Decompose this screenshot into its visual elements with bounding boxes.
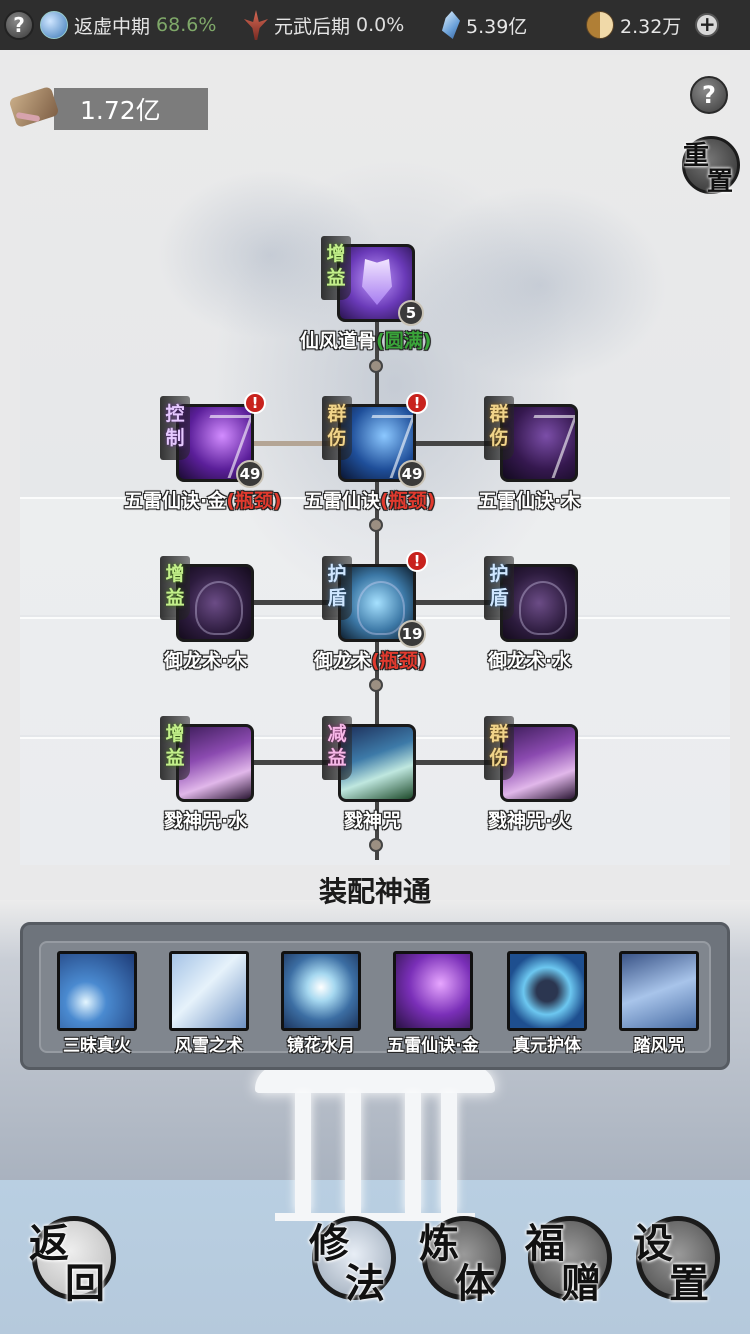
tag-badge: 增益 xyxy=(160,716,190,780)
tag-badge: 减益 xyxy=(322,716,352,780)
tag-badge: 控制 xyxy=(160,396,190,460)
connector-dot xyxy=(369,359,383,373)
body-refine-button[interactable]: 炼 体 xyxy=(419,1216,506,1307)
alert-icon: ! xyxy=(244,392,266,414)
tag-badge: 增益 xyxy=(160,556,190,620)
back-button[interactable]: 返 回 xyxy=(29,1216,116,1307)
martial-indicator[interactable]: 元武后期 0.0% xyxy=(244,0,404,50)
tag-badge: 群伤 xyxy=(322,396,352,460)
jade-value: 2.32万 xyxy=(620,15,682,38)
nav-char: 法 xyxy=(345,1261,385,1307)
skill-name: 戮神咒·火 xyxy=(488,810,572,832)
tag-badge: 护盾 xyxy=(484,556,514,620)
level-badge: 19 xyxy=(398,620,426,648)
equip-slot[interactable]: 五雷仙诀·金 xyxy=(387,951,479,1056)
frost-skill-icon[interactable] xyxy=(169,951,249,1031)
nav-char: 回 xyxy=(65,1261,105,1307)
equip-slot[interactable]: 镜花水月 xyxy=(279,951,363,1056)
tag-badge: 护盾 xyxy=(322,556,352,620)
branch-line xyxy=(414,441,504,446)
equip-slot[interactable]: 三昧真火 xyxy=(55,951,139,1056)
scroll-icon xyxy=(10,86,60,132)
tag-badge: 增益 xyxy=(321,236,351,300)
equip-panel: 三昧真火 风雪之术 镜花水月 五雷仙诀·金 真元护体 踏风咒 xyxy=(20,922,730,1070)
boot-skill-icon[interactable] xyxy=(619,951,699,1031)
equip-slots: 三昧真火 风雪之术 镜花水月 五雷仙诀·金 真元护体 踏风咒 xyxy=(39,941,711,1056)
level-badge: 5 xyxy=(398,300,424,326)
branch-line xyxy=(250,600,340,605)
level-badge: 49 xyxy=(236,460,264,488)
taiji-icon xyxy=(40,11,68,39)
spirit-stone-value: 5.39亿 xyxy=(466,15,528,38)
level-badge: 49 xyxy=(398,460,426,488)
skill-name: 御龙术·木 xyxy=(164,650,248,672)
nav-char: 赠 xyxy=(561,1261,601,1307)
equip-slot-label: 踏风咒 xyxy=(633,1036,685,1056)
equip-slot-label: 五雷仙诀·金 xyxy=(387,1036,479,1056)
martial-percent: 0.0% xyxy=(356,14,405,36)
branch-line xyxy=(414,760,504,765)
skill-name: 御龙术(瓶颈) xyxy=(314,650,427,672)
martial-label: 元武后期 xyxy=(274,15,351,38)
status-bar: ? 返虚中期 68.6% 元武后期 0.0% 5.39亿 2.32万 + xyxy=(0,0,750,50)
skill-name: 戮神咒·水 xyxy=(164,810,248,832)
cultivate-button[interactable]: 修 法 xyxy=(309,1216,396,1307)
equip-slot[interactable]: 踏风咒 xyxy=(617,951,701,1056)
equip-slot-label: 风雪之术 xyxy=(175,1036,243,1056)
connector-dot xyxy=(369,678,383,692)
equip-slot-label: 三昧真火 xyxy=(63,1036,131,1056)
question-icon[interactable]: ? xyxy=(4,10,34,40)
currency-display: 1.72亿 xyxy=(10,86,208,132)
equip-slot-label: 镜花水月 xyxy=(287,1036,355,1056)
branch-line xyxy=(414,600,504,605)
fire-skill-icon[interactable] xyxy=(57,951,137,1031)
alert-icon: ! xyxy=(406,550,428,572)
equip-section-title: 装配神通 xyxy=(318,875,431,908)
nav-char: 返 xyxy=(29,1221,69,1267)
skill-name: 五雷仙诀·金(瓶颈) xyxy=(124,490,282,512)
tag-badge: 群伤 xyxy=(484,716,514,780)
connector-dot xyxy=(369,518,383,532)
branch-line xyxy=(250,441,340,446)
lotus-skill-icon[interactable] xyxy=(281,951,361,1031)
nav-char: 设 xyxy=(633,1221,673,1267)
skill-name: 五雷仙诀·木 xyxy=(478,490,581,512)
skill-name: 戮神咒 xyxy=(344,810,402,832)
plus-icon[interactable]: + xyxy=(695,13,720,37)
realm-percent: 68.6% xyxy=(156,14,217,36)
spike-icon xyxy=(244,10,268,40)
currency-value: 1.72亿 xyxy=(54,88,208,130)
equip-slot-label: 真元护体 xyxy=(513,1036,581,1056)
skill-name: 御龙术·水 xyxy=(488,650,572,672)
reset-button[interactable]: 重 置 xyxy=(682,136,740,197)
realm-indicator[interactable]: 返虚中期 68.6% xyxy=(40,0,216,50)
skill-name: 五雷仙诀(瓶颈) xyxy=(304,490,436,512)
nav-char: 炼 xyxy=(419,1221,459,1267)
equip-slot[interactable]: 真元护体 xyxy=(505,951,589,1056)
branch-line xyxy=(250,760,340,765)
connector-dot xyxy=(369,838,383,852)
crystal-icon xyxy=(442,11,460,39)
nav-char: 置 xyxy=(669,1261,709,1307)
spirit-stone-indicator[interactable]: 5.39亿 xyxy=(442,0,527,50)
realm-label: 返虚中期 xyxy=(74,15,151,38)
jade-indicator[interactable]: 2.32万 + xyxy=(586,0,720,50)
nav-char: 体 xyxy=(455,1261,495,1307)
help-top-button[interactable]: ? xyxy=(4,0,34,50)
reset-char: 置 xyxy=(707,167,734,197)
yinyang-icon xyxy=(586,11,614,39)
skill-name: 仙风道骨(圆满) xyxy=(300,330,432,352)
tag-badge: 群伤 xyxy=(484,396,514,460)
settings-button[interactable]: 设 置 xyxy=(633,1216,720,1307)
thunder-skill-icon[interactable] xyxy=(393,951,473,1031)
help-button[interactable]: ? xyxy=(690,76,728,114)
nav-char: 福 xyxy=(525,1221,565,1267)
body-shield-skill-icon[interactable] xyxy=(507,951,587,1031)
equip-slot[interactable]: 风雪之术 xyxy=(167,951,251,1056)
gift-button[interactable]: 福 赠 xyxy=(525,1216,612,1307)
alert-icon: ! xyxy=(406,392,428,414)
nav-char: 修 xyxy=(309,1221,349,1267)
reset-char: 重 xyxy=(683,141,710,171)
